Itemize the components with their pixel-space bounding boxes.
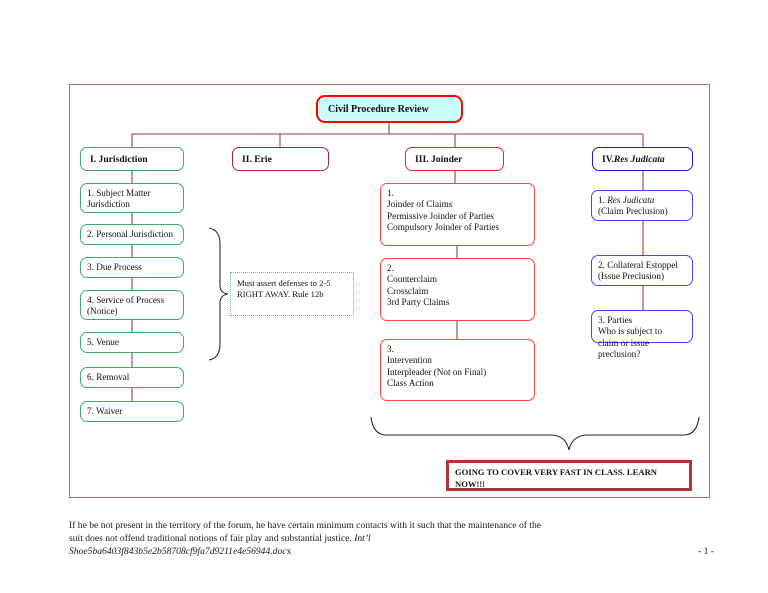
- jurisdiction-item-1[interactable]: 1. Subject Matter Jurisdiction: [80, 183, 184, 213]
- category-erie-label: II. Erie: [242, 153, 272, 165]
- res-judicata-item-1-rest: (Claim Preclusion): [598, 206, 668, 217]
- brace-jurisdiction-group: [208, 227, 229, 361]
- jurisdiction-item-4[interactable]: 4. Service of Process (Notice): [80, 290, 184, 320]
- footer-filename: Shoe5ba6403f843b5e2b58708cf9fa7d9211e4e5…: [69, 546, 287, 558]
- flowchart-title: Civil Procedure Review: [316, 95, 463, 123]
- jurisdiction-item-5[interactable]: 5. Venue: [80, 332, 184, 353]
- res-judicata-item-1-italic: Res Judicata: [607, 195, 655, 205]
- joinder-item-3[interactable]: 3. Intervention Interpleader (Not on Fin…: [380, 339, 535, 401]
- joinder-item-1[interactable]: 1. Joinder of Claims Permissive Joinder …: [380, 183, 535, 246]
- flowchart-title-text: Civil Procedure Review: [328, 103, 429, 115]
- jurisdiction-item-2[interactable]: 2. Personal Jurisdiction: [80, 224, 184, 245]
- footer-line-1: If he be not present in the territory of…: [69, 520, 542, 531]
- jurisdiction-item-6[interactable]: 6. Removal: [80, 367, 184, 388]
- brace-bottom-group: [370, 416, 700, 451]
- joinder-item-2[interactable]: 2. Counterclaim Crossclaim 3rd Party Cla…: [380, 258, 535, 321]
- res-judicata-item-2[interactable]: 2. Collateral Estoppel (Issue Preclusion…: [591, 255, 693, 286]
- page-number: - 1 -: [698, 546, 714, 558]
- note-assert-defenses: Must assert defenses to 2-5 RIGHT AWAY. …: [230, 272, 354, 316]
- category-res-judicata[interactable]: IV. Res Judicata: [592, 147, 693, 171]
- category-joinder-label: III. Joinder: [415, 153, 463, 165]
- category-res-judicata-italic: Res Judicata: [613, 153, 665, 165]
- banner-cover-fast: GOING TO COVER VERY FAST IN CLASS. LEARN…: [446, 460, 692, 491]
- category-joinder[interactable]: III. Joinder: [405, 147, 504, 171]
- category-erie[interactable]: II. Erie: [232, 147, 329, 171]
- res-judicata-item-3[interactable]: 3. Parties Who is subject to claim or is…: [591, 310, 693, 359]
- footer-line-3: Shoe5ba6403f843b5e2b58708cf9fa7d9211e4e5…: [69, 545, 714, 558]
- category-jurisdiction[interactable]: I. Jurisdiction: [80, 147, 184, 171]
- category-jurisdiction-label: I. Jurisdiction: [90, 153, 148, 165]
- footer-case-name: Int’l: [354, 533, 371, 545]
- res-judicata-item-1[interactable]: 1. Res Judicata (Claim Preclusion): [591, 190, 693, 221]
- res-judicata-item-1-prefix: 1.: [598, 195, 608, 205]
- footer-line-2: suit does not offend traditional notions…: [69, 532, 714, 545]
- jurisdiction-item-3[interactable]: 3. Due Process: [80, 257, 184, 278]
- page-footer: If he be not present in the territory of…: [69, 519, 714, 559]
- jurisdiction-item-7[interactable]: 7. Waiver: [80, 401, 184, 422]
- category-res-judicata-prefix: IV.: [602, 153, 614, 165]
- footer-line-2-plain: suit does not offend traditional notions…: [69, 533, 355, 545]
- footer-filename-tail: x: [286, 546, 292, 558]
